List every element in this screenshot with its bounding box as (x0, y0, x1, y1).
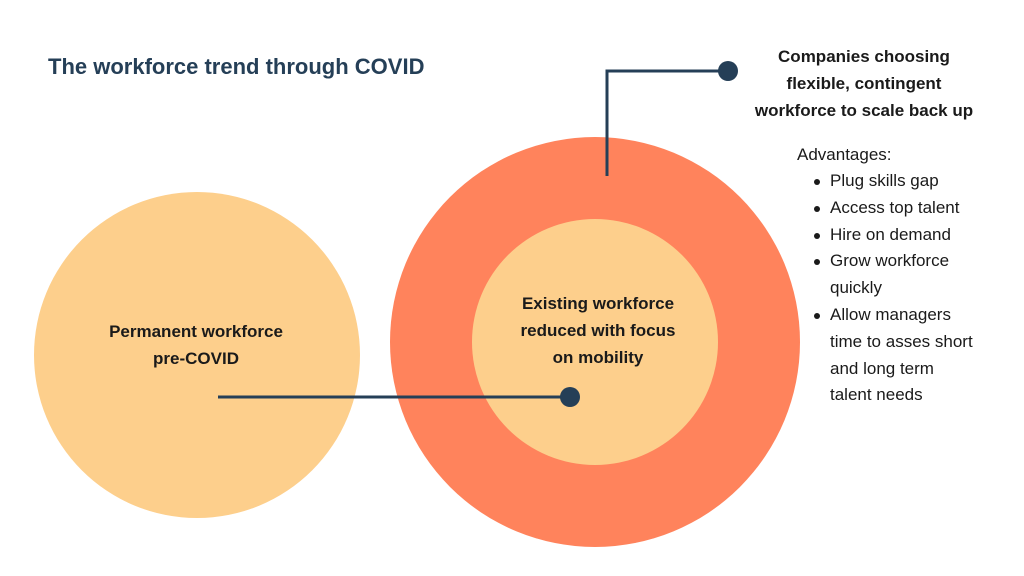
advantage-item-line: Hire on demand (830, 224, 951, 244)
advantage-item: Grow workforce quickly (797, 248, 1007, 302)
permanent-workforce-label-line: Permanent workforce (109, 322, 283, 341)
advantage-item-line: talent needs (830, 385, 923, 405)
existing-workforce-label-line: on mobility (552, 348, 644, 367)
advantage-item-line: Allow managers (830, 304, 951, 324)
advantage-item-line: Grow workforce (830, 251, 950, 271)
advantages-heading: Advantages: (797, 145, 892, 164)
page-title: The workforce trend through COVID (48, 54, 425, 79)
existing-workforce-circle (472, 219, 718, 465)
advantage-item: Plug skills gap (797, 168, 1007, 195)
advantage-item: Access top talent (797, 195, 1007, 222)
permanent-workforce-label: Permanent workforce pre-COVID (78, 318, 314, 372)
contingent-connector-dot (718, 61, 738, 81)
permanent-workforce-label-line: pre-COVID (153, 349, 239, 368)
advantage-item-line: time to asses short (830, 331, 973, 351)
advantage-item: Allow managers time to asses short and l… (797, 302, 1007, 409)
advantages-panel: Advantages: Plug skills gap Access top t… (797, 142, 1007, 409)
advantage-item-line: Access top talent (830, 197, 960, 217)
existing-workforce-label-line: Existing workforce (521, 294, 675, 313)
existing-connector-dot (560, 387, 580, 407)
advantage-item-line: and long term (830, 358, 934, 378)
advantage-item-line: Plug skills gap (830, 171, 939, 190)
advantage-item-line: quickly (830, 278, 882, 298)
contingent-callout-line: flexible, contingent (786, 74, 942, 93)
permanent-workforce-circle (34, 192, 360, 518)
advantages-list: Plug skills gap Access top talent Hire o… (797, 168, 1007, 409)
existing-workforce-label-line: reduced with focus (520, 321, 676, 340)
advantage-item: Hire on demand (797, 222, 1007, 249)
contingent-callout-connector (605, 69, 728, 176)
existing-workforce-label: Existing workforce reduced with focus on… (480, 290, 716, 371)
contingent-callout-line: Companies choosing (778, 47, 950, 66)
contingent-workforce-callout: Companies choosing flexible, contingent … (738, 43, 990, 124)
contingent-callout-line: workforce to scale back up (754, 101, 974, 120)
